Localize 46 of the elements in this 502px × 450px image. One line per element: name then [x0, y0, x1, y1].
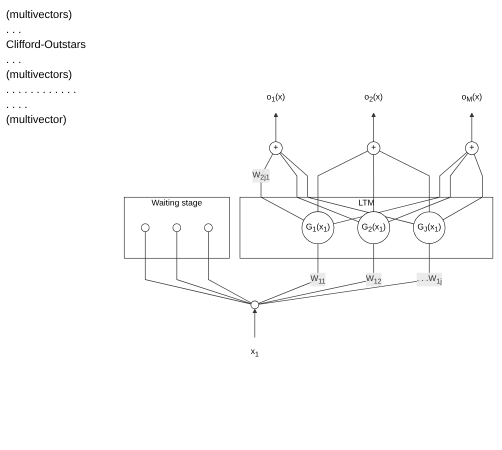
connector [208, 231, 252, 304]
node-circle: + [465, 141, 478, 154]
node-circle: G$_{1}$(x$_{1}$) [302, 211, 334, 244]
node-circle: G$_{J}$(x$_{1}$) [413, 211, 446, 244]
node-text: o$_{M}$(x) [462, 92, 482, 104]
connector [379, 150, 430, 212]
note-label: . . . [6, 54, 22, 66]
note-label: (multivectors) [6, 69, 74, 81]
edge-label: W$_{11}$ [310, 274, 326, 285]
node-text: o$_{1}$(x) [266, 92, 286, 104]
arrow [274, 112, 278, 142]
connector [373, 154, 374, 212]
connector [260, 153, 304, 220]
edge-label: W$_{2j1}$ [252, 170, 270, 181]
connector [176, 231, 252, 304]
connector [388, 152, 468, 222]
connector [258, 243, 374, 304]
arrow [470, 112, 474, 142]
node-circle [141, 223, 150, 232]
note-label: . . . . [6, 99, 28, 111]
node-circle [204, 223, 213, 232]
connector [280, 152, 414, 224]
edge-label: W$_{12}$ [366, 274, 382, 285]
connector [144, 231, 252, 304]
note-label: Clifford-Outstars [6, 39, 87, 51]
connector [258, 243, 318, 304]
note-label: (multivector) [6, 114, 68, 126]
note-label: . . . . . . . . . . . . [6, 84, 78, 96]
connector [279, 152, 360, 222]
node-circle: + [269, 141, 283, 154]
connector [333, 152, 468, 224]
note-label: . . . [6, 24, 22, 36]
arrow [371, 112, 376, 142]
connector [258, 242, 430, 304]
node-text: x$_{1}$ [250, 346, 259, 358]
node-circle: + [366, 141, 380, 154]
connector [318, 150, 368, 212]
node-circle [172, 223, 182, 232]
node-circle [250, 300, 260, 309]
edge-label: . . .W$_{1j}$ [416, 274, 442, 285]
arrow [252, 308, 258, 338]
note-label: (multivectors) [6, 9, 74, 21]
cluster: Waiting stage [124, 196, 230, 258]
connector [442, 153, 483, 220]
node-circle: G$_{2}$(x$_{1}$) [357, 211, 390, 244]
node-text: o$_{2}$(x) [364, 92, 383, 104]
